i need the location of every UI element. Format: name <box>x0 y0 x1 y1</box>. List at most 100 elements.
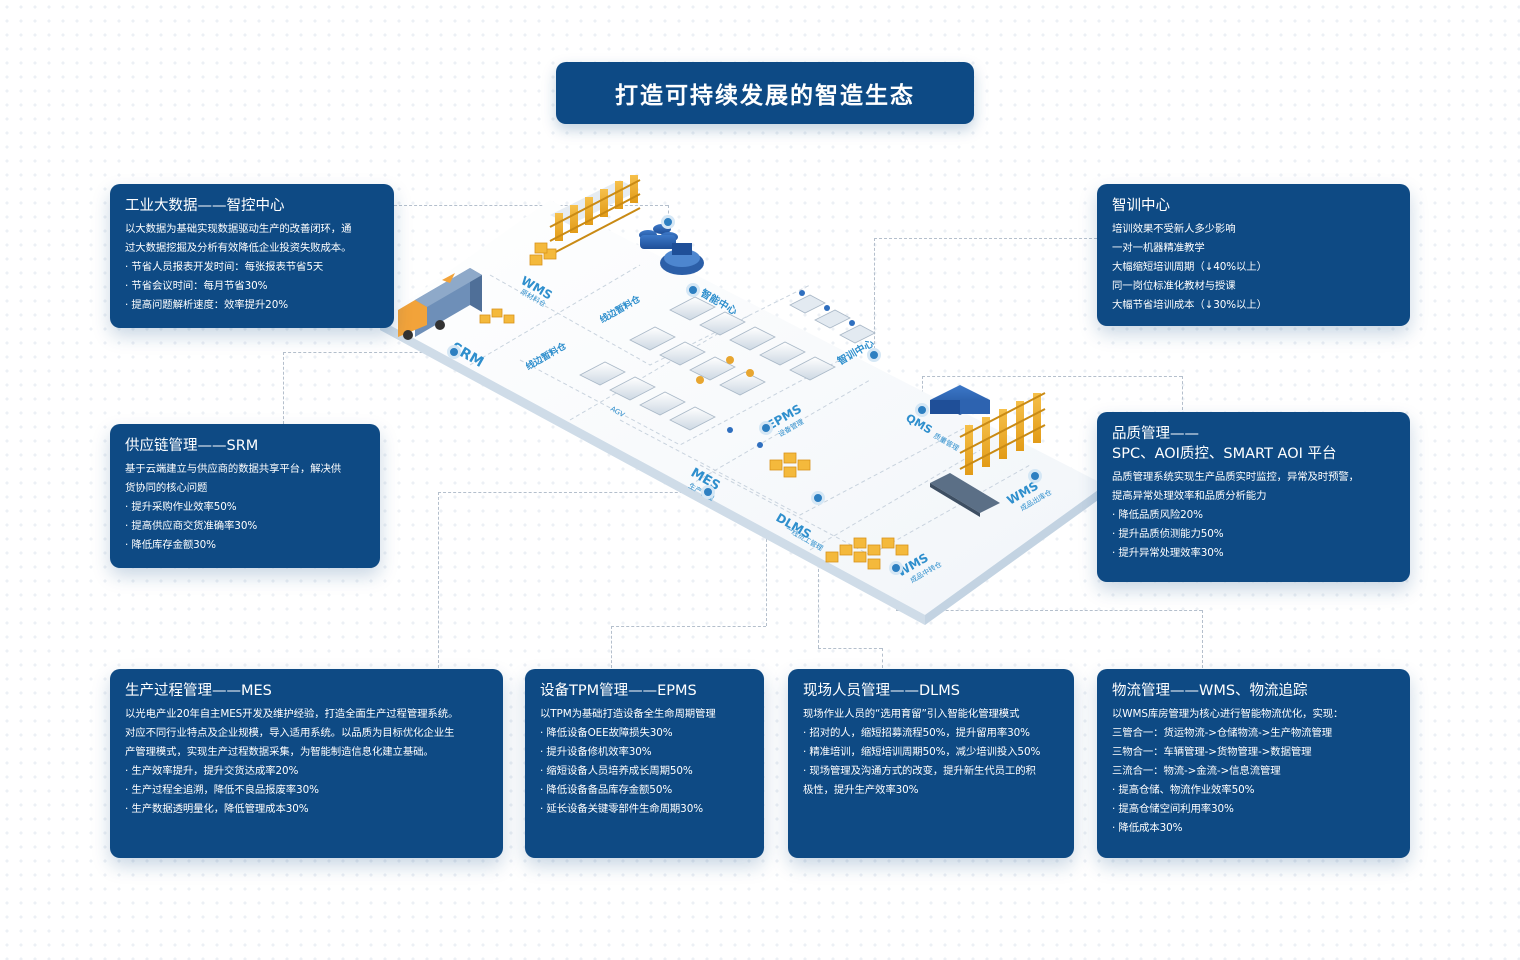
card-title: 生产过程管理——MES <box>125 683 272 699</box>
qms-equipment <box>930 385 990 415</box>
card-line: · 现场管理及沟通方式的改变，提升新生代员工的积 <box>803 765 1036 777</box>
card-mes: 生产过程管理——MES 以光电产业20年自主MES开发及维护经验，打造全面生产过… <box>110 669 503 858</box>
connector-epms <box>611 626 766 627</box>
card-wms: 物流管理——WMS、物流追踪 以WMS库房管理为核心进行智能物流优化，实现： 三… <box>1097 669 1410 858</box>
card-line: · 提升异常处理效率30% <box>1112 547 1224 559</box>
card-line: · 提高仓储空间利用率30% <box>1112 803 1234 815</box>
pin-qms <box>915 403 929 417</box>
card-line: 大幅缩短培训周期（↓40%以上） <box>1112 261 1267 273</box>
factory-isometric-scene: WMS 原材料仓 SRM 线边暂料仓 线边暂料仓 智能中心 智训中心 EPMS … <box>380 175 1105 625</box>
pin-wms-right <box>1028 469 1042 483</box>
connector-mes-up <box>438 492 439 668</box>
smart-center-icon <box>660 243 704 275</box>
card-line: · 提升设备修机效率30% <box>540 746 652 758</box>
card-epms: 设备TPM管理——EPMS 以TPM为基础打造设备全生命周期管理 · 降低设备O… <box>525 669 764 858</box>
pin-training <box>867 348 881 362</box>
cargo-boxes <box>479 242 557 324</box>
card-srm: 供应链管理——SRM 基于云端建立与供应商的数据共享平台，解决供 货协同的核心问… <box>110 424 380 568</box>
connector-srm <box>283 352 453 353</box>
card-line: 对应不同行业特点及企业规模，导入适用系统。以品质为目标优化企业生 <box>125 727 455 739</box>
card-line: 现场作业人员的“选用育留”引入智能化管理模式 <box>803 708 1020 720</box>
card-line: · 降低设备OEE故障损失30% <box>540 727 673 739</box>
connector-mes <box>438 492 708 493</box>
card-line: · 提升采购作业效率50% <box>125 501 237 513</box>
card-line: · 节省会议时间：每月节省30% <box>125 280 268 292</box>
card-line: 基于云端建立与供应商的数据共享平台，解决供 <box>125 463 342 475</box>
pin-srm <box>447 345 461 359</box>
card-title: 物流管理——WMS、物流追踪 <box>1112 683 1308 699</box>
card-training: 智训中心 培训效果不受新人多少影响 一对一机器精准教学 大幅缩短培训周期（↓40… <box>1097 184 1410 326</box>
connector-quality <box>922 376 1182 377</box>
shelf-finished-goods <box>959 392 1046 475</box>
connector-quality-drop <box>1182 376 1183 410</box>
pin-dlms <box>811 491 825 505</box>
card-line: · 提高仓储、物流作业效率50% <box>1112 784 1255 796</box>
card-line: · 生产数据透明量化，降低管理成本30% <box>125 803 309 815</box>
connector-dlms-up <box>818 498 819 648</box>
card-line: 大幅节省培训成本（↓30%以上） <box>1112 299 1267 311</box>
card-line: 极性，提升生产效率30% <box>803 784 919 796</box>
card-title: 设备TPM管理——EPMS <box>540 683 697 699</box>
card-line: 培训效果不受新人多少影响 <box>1112 223 1236 235</box>
card-line: 以大数据为基础实现数据驱动生产的改善闭环，通 <box>125 223 352 235</box>
connector-wms <box>896 610 1202 611</box>
card-line: 过大数据挖掘及分析有效降低企业投资失败成本。 <box>125 242 352 254</box>
card-line: 以光电产业20年自主MES开发及维护经验，打造全面生产过程管理系统。 <box>125 708 459 720</box>
pin-mes <box>701 485 715 499</box>
card-title-line-2: SPC、AOI质控、SMART AOI 平台 <box>1112 446 1337 462</box>
card-line: 产管理模式，实现生产过程数据采集，为智能制造信息化建立基础。 <box>125 746 434 758</box>
card-title: 品质管理—— <box>1112 426 1199 442</box>
card-line: · 节省人员报表开发时间：每张报表节省5天 <box>125 261 324 273</box>
connector-training <box>874 238 1097 239</box>
pin-wms-top <box>661 215 675 229</box>
finished-goods-pallets <box>769 452 909 570</box>
card-title: 现场人员管理——DLMS <box>803 683 960 699</box>
card-line: · 提升品质侦测能力50% <box>1112 528 1224 540</box>
card-line: · 招对的人，缩短招募流程50%，提升留用率30% <box>803 727 1030 739</box>
connector-wms-drop <box>1202 610 1203 668</box>
card-title: 工业大数据——智控中心 <box>125 198 285 214</box>
platform <box>380 200 1105 625</box>
card-line: 三管合一：货运物流->仓储物流->生产物流管理 <box>1112 727 1333 739</box>
card-title: 供应链管理——SRM <box>125 438 259 454</box>
card-line: 三物合一：车辆管理->货物管理->数据管理 <box>1112 746 1312 758</box>
connector-srm-up <box>283 352 284 424</box>
connector-bigdata <box>394 205 668 206</box>
connector-dlms <box>818 648 882 649</box>
card-line: · 降低品质风险20% <box>1112 509 1203 521</box>
card-line: 提高异常处理效率和品质分析能力 <box>1112 490 1267 502</box>
conveyor-belt <box>930 473 1000 517</box>
connector-dlms-drop <box>882 648 883 668</box>
connector-epms-drop <box>611 626 612 668</box>
connector-training-drop <box>874 238 875 354</box>
card-line: · 提高问题解析速度：效率提升20% <box>125 299 288 311</box>
card-line: · 降低库存金额30% <box>125 539 216 551</box>
card-line: 货协同的核心问题 <box>125 482 208 494</box>
card-line: · 延长设备关键零部件生命周期30% <box>540 803 703 815</box>
card-line: · 降低成本30% <box>1112 822 1183 834</box>
connector-bigdata-drop <box>668 205 669 219</box>
card-line: · 生产效率提升，提升交货达成率20% <box>125 765 299 777</box>
card-line: · 缩短设备人员培养成长周期50% <box>540 765 693 777</box>
card-line: 三流合一：物流->金流->信息流管理 <box>1112 765 1281 777</box>
pin-wms-bottom <box>889 561 903 575</box>
pin-epms <box>759 421 773 435</box>
card-line: 品质管理系统实现生产品质实时监控，异常及时预警， <box>1112 471 1359 483</box>
shelf-raw-material <box>549 175 641 256</box>
card-line: 以TPM为基础打造设备全生命周期管理 <box>540 708 716 720</box>
card-line: · 提高供应商交货准确率30% <box>125 520 258 532</box>
pin-smart-center <box>686 283 700 297</box>
card-line: · 生产过程全追溯，降低不良品报废率30% <box>125 784 319 796</box>
card-line: 一对一机器精准教学 <box>1112 242 1205 254</box>
card-line: 以WMS库房管理为核心进行智能物流优化，实现： <box>1112 708 1344 720</box>
card-line: · 精准培训，缩短培训周期50%，减少培训投入50% <box>803 746 1041 758</box>
card-quality: 品质管理—— SPC、AOI质控、SMART AOI 平台 品质管理系统实现生产… <box>1097 412 1410 582</box>
training-desks <box>789 294 876 344</box>
page-title: 打造可持续发展的智造生态 <box>556 62 974 124</box>
card-bigdata: 工业大数据——智控中心 以大数据为基础实现数据驱动生产的改善闭环，通 过大数据挖… <box>110 184 394 328</box>
truck-icon <box>398 268 482 340</box>
card-dlms: 现场人员管理——DLMS 现场作业人员的“选用育留”引入智能化管理模式 · 招对… <box>788 669 1074 858</box>
production-lines <box>579 296 836 431</box>
card-line: · 降低设备备品库存金额50% <box>540 784 673 796</box>
card-line: 同一岗位标准化教材与授课 <box>1112 280 1236 292</box>
